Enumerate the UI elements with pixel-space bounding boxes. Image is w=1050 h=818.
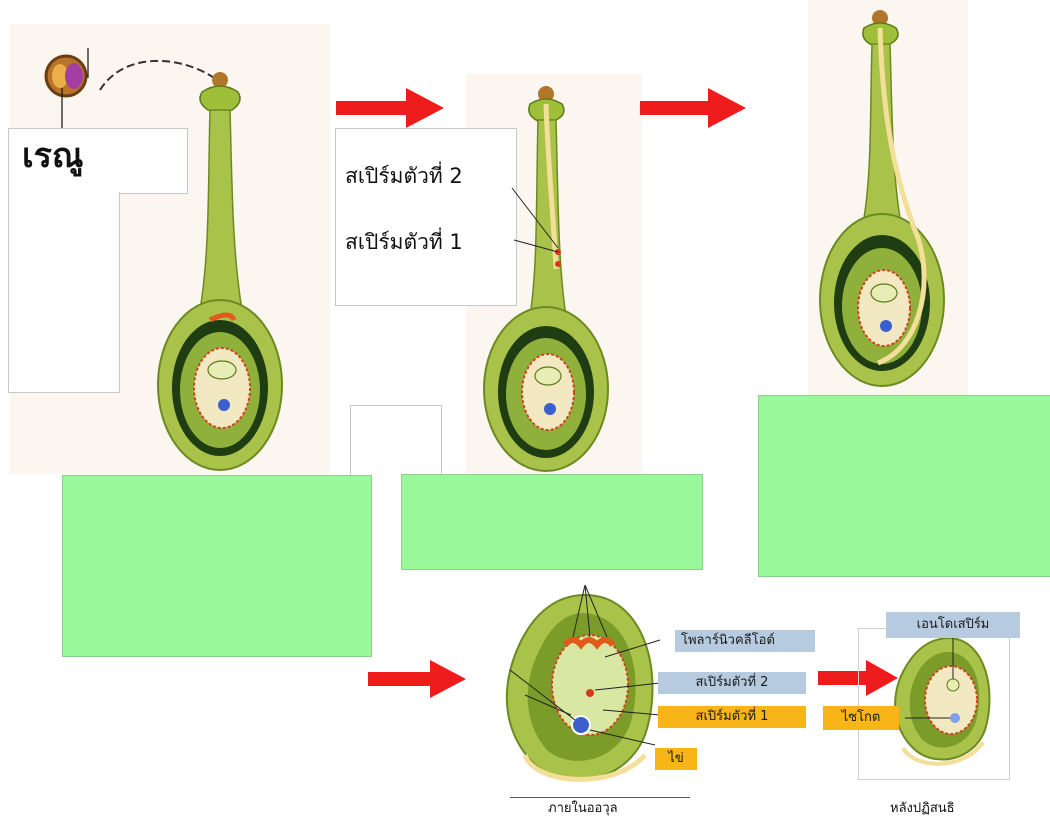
ovule-detail [495,585,665,795]
answer-box-3[interactable] [758,395,1050,577]
arrow-right-icon [336,88,446,128]
tag-zygote: ไซโกต [823,706,899,730]
pistil-stage-2 [478,84,638,474]
sperm-pointer-lines [500,180,580,260]
tag-egg: ไข่ [655,748,697,770]
pistil-stage-1 [150,70,320,470]
answer-box-2[interactable] [401,474,703,570]
label-sperm-1-top: สเปิร์มตัวที่ 1 [345,226,463,259]
tag-sperm-2: สเปิร์มตัวที่ 2 [658,672,806,694]
answer-box-1[interactable] [62,475,372,657]
arrow-right-icon [368,660,468,698]
label-pollen: เรณู [22,128,83,182]
fertilized-ovule [885,630,1000,775]
caption-after-fertilization: หลังปฏิสนธิ [890,797,955,818]
label-sperm-2-top: สเปิร์มตัวที่ 2 [345,160,463,193]
pistil-stage-3 [818,8,968,393]
tag-polar-nuclei: โพลาร์นิวคลีโอด์ [675,630,815,652]
caption-inside-ovule: ภายในออวุล [548,797,618,818]
pollen-grain-icon [38,48,98,108]
tag-endosperm: เอนโดเสปิร์ม [886,612,1020,638]
arrow-right-icon [640,88,748,128]
stage-2-empty-box [350,405,442,476]
stage-1-empty-box [8,192,120,393]
tag-sperm-1: สเปิร์มตัวที่ 1 [658,706,806,728]
